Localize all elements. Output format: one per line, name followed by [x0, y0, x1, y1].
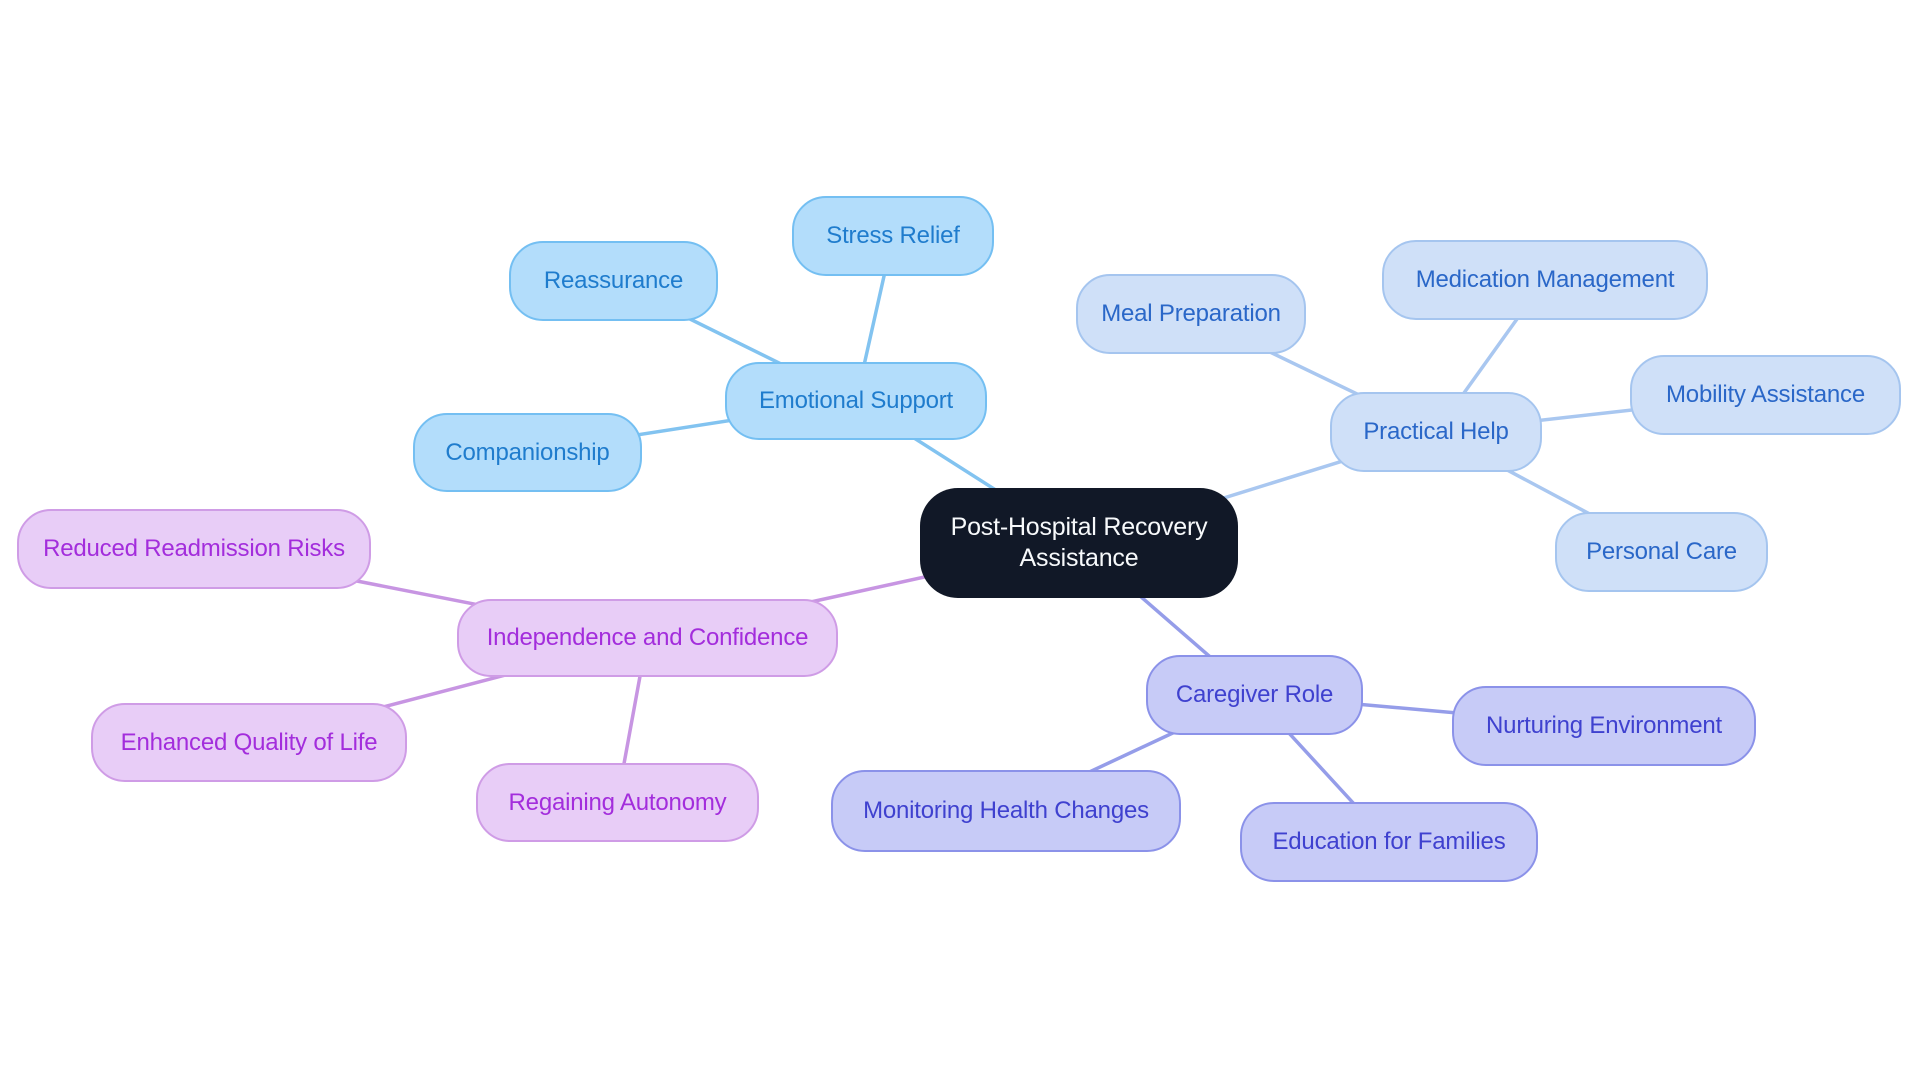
node-mobility-assistance-label: Mobility Assistance	[1666, 381, 1865, 408]
node-monitoring-health-changes[interactable]: Monitoring Health Changes	[831, 770, 1181, 852]
node-caregiver-role[interactable]: Caregiver Role	[1146, 655, 1363, 735]
node-emotional-support-label: Emotional Support	[758, 387, 954, 414]
node-central[interactable]: Post-Hospital Recovery Assistance	[920, 488, 1238, 598]
node-stress-relief[interactable]: Stress Relief	[792, 196, 994, 276]
node-independence-and-confidence-label: Independence and Confidence	[486, 624, 809, 651]
node-nurturing-environment-label: Nurturing Environment	[1486, 712, 1722, 739]
node-caregiver-role-label: Caregiver Role	[1175, 681, 1334, 708]
node-education-for-families[interactable]: Education for Families	[1240, 802, 1538, 882]
node-enhanced-quality-of-life[interactable]: Enhanced Quality of Life	[91, 703, 407, 782]
node-companionship[interactable]: Companionship	[413, 413, 642, 492]
node-regaining-autonomy[interactable]: Regaining Autonomy	[476, 763, 759, 842]
node-nurturing-environment[interactable]: Nurturing Environment	[1452, 686, 1756, 766]
node-practical-help[interactable]: Practical Help	[1330, 392, 1542, 472]
node-stress-relief-label: Stress Relief	[826, 222, 960, 249]
node-medication-management-label: Medication Management	[1415, 266, 1675, 293]
node-meal-preparation-label: Meal Preparation	[1101, 300, 1281, 327]
node-monitoring-health-changes-label: Monitoring Health Changes	[863, 797, 1149, 824]
node-reassurance[interactable]: Reassurance	[509, 241, 718, 321]
node-reduced-readmission-risks-label: Reduced Readmission Risks	[43, 535, 345, 562]
node-emotional-support[interactable]: Emotional Support	[725, 362, 987, 440]
node-companionship-label: Companionship	[445, 438, 610, 466]
node-regaining-autonomy-label: Regaining Autonomy	[508, 788, 727, 816]
node-reduced-readmission-risks[interactable]: Reduced Readmission Risks	[17, 509, 371, 589]
node-education-for-families-label: Education for Families	[1272, 828, 1506, 855]
node-mobility-assistance[interactable]: Mobility Assistance	[1630, 355, 1901, 435]
node-practical-help-label: Practical Help	[1363, 418, 1509, 445]
node-personal-care-label: Personal Care	[1586, 538, 1737, 565]
node-personal-care[interactable]: Personal Care	[1555, 512, 1768, 592]
node-medication-management[interactable]: Medication Management	[1382, 240, 1708, 320]
node-independence-and-confidence[interactable]: Independence and Confidence	[457, 599, 838, 677]
node-meal-preparation[interactable]: Meal Preparation	[1076, 274, 1306, 354]
node-central-label: Post-Hospital Recovery Assistance	[950, 512, 1208, 572]
node-reassurance-label: Reassurance	[543, 267, 684, 294]
node-enhanced-quality-of-life-label: Enhanced Quality of Life	[120, 728, 378, 756]
